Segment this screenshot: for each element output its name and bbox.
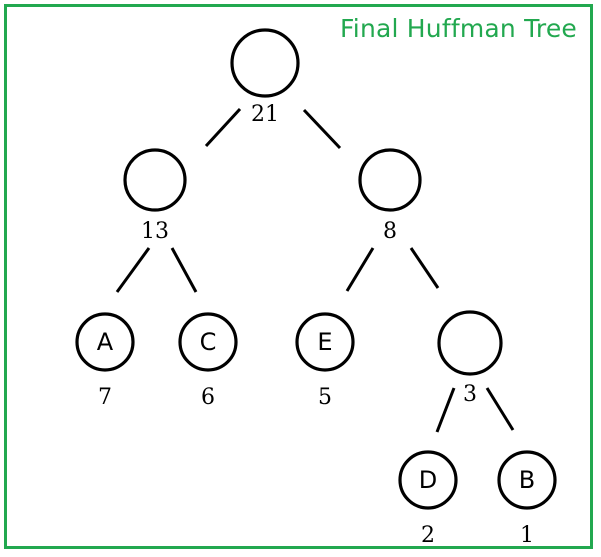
tree-node-root <box>230 28 300 98</box>
tree-node-n8 <box>358 148 422 212</box>
tree-edges <box>115 107 515 433</box>
tree-node-weight-leafA: 7 <box>98 385 112 410</box>
tree-node-weight-n8: 8 <box>383 219 397 244</box>
tree-node-weight-root: 21 <box>251 102 279 127</box>
tree-edge-n8-to-leafE <box>345 247 375 292</box>
tree-node-leafD <box>398 450 458 510</box>
tree-nodes: A C E D B <box>75 28 557 510</box>
tree-edge-n3-to-leafB <box>485 387 515 431</box>
tree-node-weight-leafB: 1 <box>520 523 534 548</box>
tree-node-label-leafA: A <box>97 328 114 356</box>
tree-node-weight-n13: 13 <box>141 219 169 244</box>
tree-node-weight-leafC: 6 <box>201 385 215 410</box>
tree-node-leafE <box>295 312 355 372</box>
tree-node-n3 <box>437 310 503 376</box>
tree-node-leafB <box>497 450 557 510</box>
tree-node-label-leafD: D <box>419 466 437 494</box>
tree-node-leafC <box>178 312 238 372</box>
tree-node-label-leafC: C <box>200 328 217 356</box>
figure-border <box>4 4 593 549</box>
tree-edge-n13-to-leafA <box>115 247 151 293</box>
tree-edge-n8-to-n3 <box>409 247 440 289</box>
tree-node-label-leafE: E <box>317 328 332 356</box>
tree-node-leafA <box>75 312 135 372</box>
tree-edge-root-to-n8 <box>302 108 342 150</box>
tree-node-weight-leafD: 2 <box>421 523 435 548</box>
tree-edge-root-to-n13 <box>204 107 242 148</box>
figure-title: Final Huffman Tree <box>340 14 577 43</box>
tree-edge-n13-to-leafC <box>170 247 198 293</box>
tree-node-n13 <box>123 148 187 212</box>
tree-node-weight-leafE: 5 <box>318 385 332 410</box>
tree-node-weight-n3: 3 <box>463 382 477 407</box>
tree-node-label-leafB: B <box>519 466 535 494</box>
tree-edge-n3-to-leafD <box>435 387 456 433</box>
